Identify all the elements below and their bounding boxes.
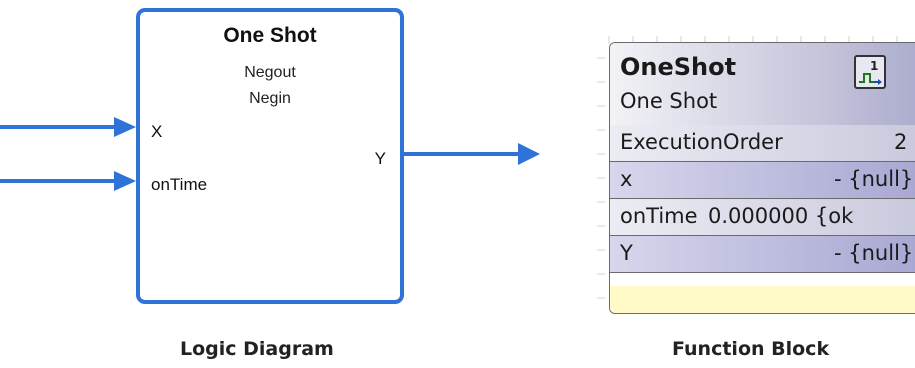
logic-block-negin: Negin <box>249 90 291 107</box>
function-block-type: One Shot <box>620 89 718 113</box>
logic-block-negout: Negout <box>244 64 296 81</box>
output-y-arrow <box>404 143 540 165</box>
slot-row-y[interactable]: Y - {null} <box>610 236 915 273</box>
input-port-ontime: onTime <box>151 175 208 194</box>
slot-label: x <box>620 167 633 191</box>
function-block-caption: Function Block <box>672 338 830 360</box>
input-port-x: X <box>151 122 163 141</box>
input-x-arrow <box>0 117 136 137</box>
slot-row-x[interactable]: x - {null} <box>610 162 915 199</box>
slot-value: 2 <box>894 130 908 154</box>
logic-block-title: One Shot <box>223 24 317 47</box>
svg-text:1: 1 <box>870 59 878 73</box>
one-shot-logic-block[interactable]: One Shot Negout Negin X onTime Y <box>136 8 404 304</box>
logic-diagram-caption: Logic Diagram <box>180 338 334 360</box>
function-block-header[interactable]: OneShot One Shot 1 <box>610 43 915 126</box>
output-port-y: Y <box>374 149 386 168</box>
slot-value: 0.000000 {ok <box>708 204 854 228</box>
input-ontime-arrow <box>0 171 136 191</box>
slot-row-ontime[interactable]: onTime 0.000000 {ok <box>610 199 915 236</box>
slot-label: ExecutionOrder <box>620 130 783 154</box>
function-block-footer <box>610 286 915 313</box>
slot-value: - {null} <box>834 167 914 191</box>
function-block-name: OneShot <box>620 53 737 81</box>
slot-value: - {null} <box>834 241 914 265</box>
slot-label: onTime <box>620 204 698 228</box>
oneshot-function-block[interactable]: OneShot One Shot 1 ExecutionOrder 2 x - … <box>609 42 915 314</box>
slot-label: Y <box>620 241 633 265</box>
one-shot-pulse-icon: 1 <box>854 55 886 89</box>
slot-row-executionorder[interactable]: ExecutionOrder 2 <box>610 125 915 162</box>
